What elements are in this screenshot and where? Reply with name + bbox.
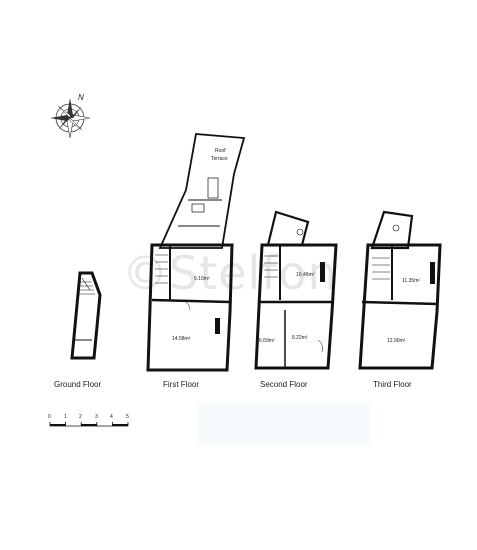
blank-panel bbox=[198, 404, 370, 444]
scale-bar bbox=[49, 422, 129, 427]
scale-tick-3: 3 bbox=[95, 414, 98, 420]
roof-terrace-label: Roof bbox=[215, 148, 226, 154]
room-area-first-back: 9.10m² bbox=[194, 276, 210, 282]
floor-label-second: Second Floor bbox=[260, 380, 308, 389]
roof-terrace-label-line2: Terrace bbox=[211, 156, 228, 162]
floor-label-ground: Ground Floor bbox=[54, 380, 102, 389]
room-area-third-front: 12.90m² bbox=[387, 338, 406, 344]
third-floor-plan bbox=[358, 210, 442, 370]
room-area-second-front-right: 8.22m² bbox=[292, 335, 308, 341]
compass-rose-icon bbox=[50, 98, 91, 139]
room-area-first-front: 14.58m² bbox=[172, 336, 191, 342]
compass-north-label: N bbox=[78, 93, 84, 102]
scale-tick-2: 2 bbox=[79, 414, 82, 420]
second-floor-plan bbox=[254, 210, 338, 370]
room-area-second-front-left: 6.69m² bbox=[259, 338, 275, 344]
room-area-third-back: 11.35m² bbox=[402, 278, 420, 284]
scale-tick-5: 5 bbox=[126, 414, 129, 420]
scale-tick-4: 4 bbox=[110, 414, 113, 420]
room-area-second-back: 10.46m² bbox=[296, 272, 315, 278]
scale-tick-0: 0 bbox=[48, 414, 51, 420]
first-floor-plan bbox=[146, 133, 246, 372]
floor-label-third: Third Floor bbox=[373, 380, 412, 389]
ground-floor-plan bbox=[70, 271, 102, 360]
floor-label-first: First Floor bbox=[163, 380, 199, 389]
scale-tick-1: 1 bbox=[64, 414, 67, 420]
